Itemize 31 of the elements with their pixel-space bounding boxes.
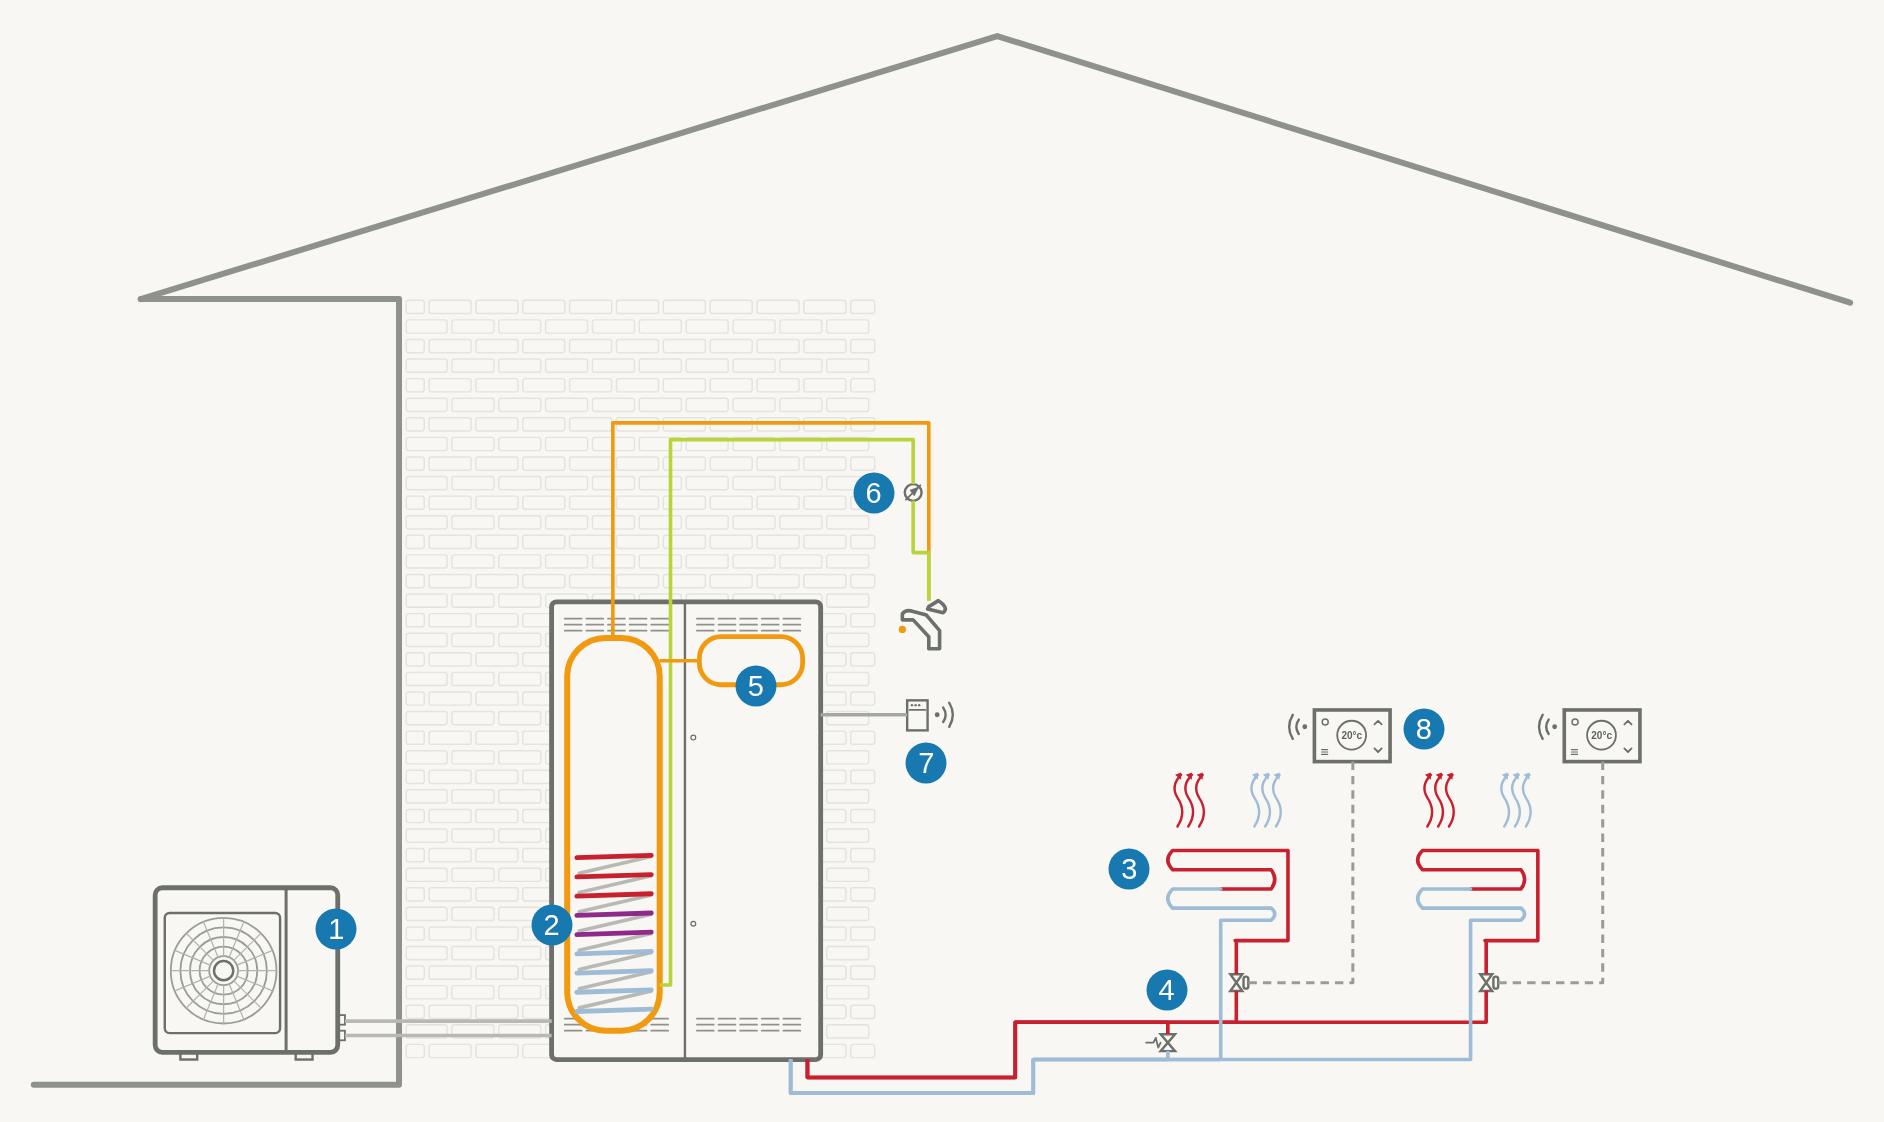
temperature-readout: 20°c <box>1341 729 1363 741</box>
pipe <box>345 1033 552 1038</box>
pipe <box>1248 761 1355 985</box>
pipe <box>659 658 700 663</box>
pipe <box>1498 761 1605 985</box>
callout-number: 3 <box>1108 848 1150 890</box>
pipe <box>611 421 931 638</box>
floor-heating-coil-drawing <box>1415 848 1540 943</box>
tap-icon <box>898 598 948 651</box>
callout-number: 8 <box>1403 708 1445 750</box>
sensor-icon <box>903 482 923 503</box>
thermostat-icon <box>1562 708 1642 764</box>
pipe <box>659 437 915 987</box>
pipe <box>820 712 908 717</box>
callout-number: 7 <box>905 742 947 784</box>
pipe <box>345 1019 552 1023</box>
thermostat-icon <box>1312 708 1392 764</box>
controller-icon <box>905 699 929 732</box>
temperature-readout: 20°c <box>1591 729 1612 741</box>
pipe <box>788 1050 1170 1095</box>
valve-icon <box>1477 973 1500 993</box>
valve-icon <box>1227 973 1250 993</box>
pipe <box>1484 940 1488 974</box>
bypass-valve-icon <box>1145 1033 1178 1053</box>
callout-number: 4 <box>1146 969 1188 1011</box>
pipe <box>1234 940 1239 974</box>
floor-heating-coil-drawing <box>1166 848 1290 943</box>
pipe <box>911 500 931 601</box>
callout-number: 6 <box>853 472 894 514</box>
pipe <box>805 1020 1170 1080</box>
hot-water-tank-drawing <box>564 634 663 1034</box>
